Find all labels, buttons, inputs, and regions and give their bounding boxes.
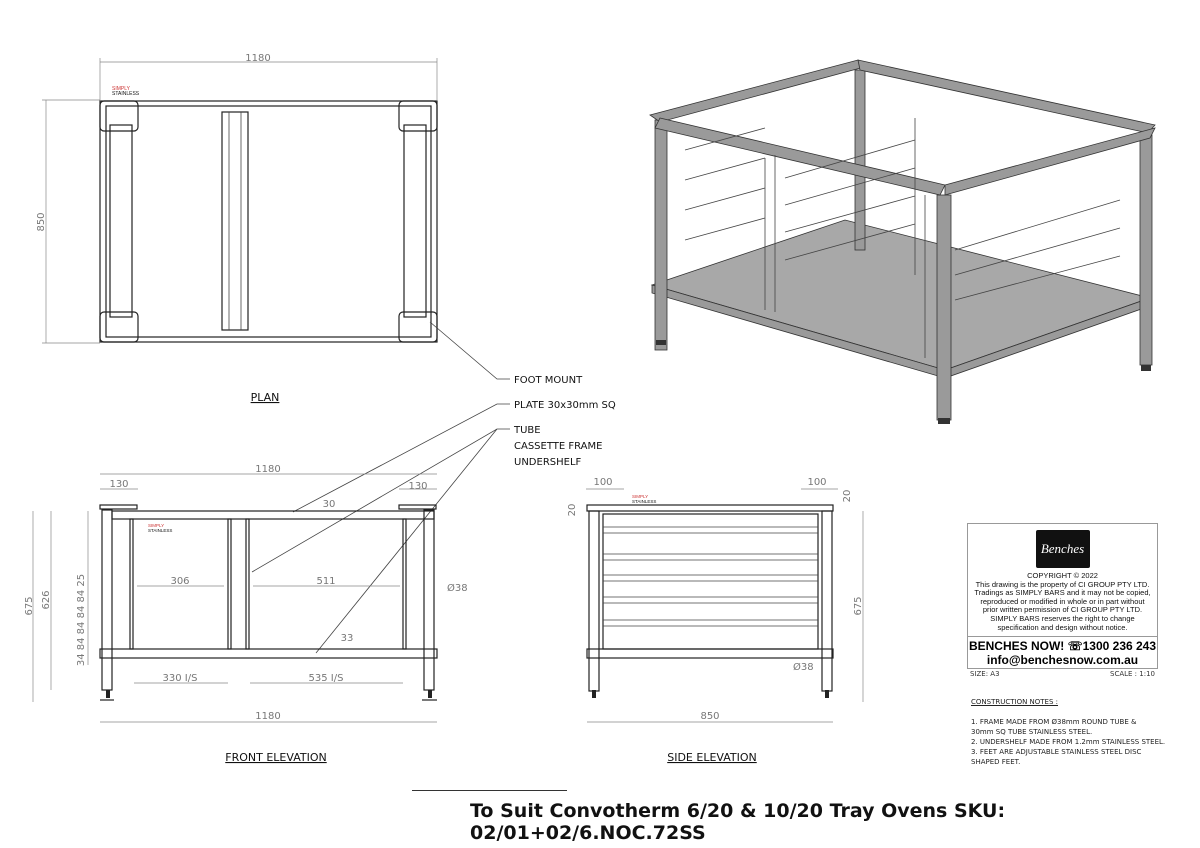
front-dim-left-post: 130 <box>109 479 128 490</box>
front-dim-right-post: 130 <box>408 481 427 492</box>
copyright-notice: This drawing is the property of CI GROUP… <box>974 579 1151 632</box>
front-dim-right-bay: 511 <box>316 576 335 587</box>
front-dim-undershelf: 33 <box>341 633 354 644</box>
side-elevation: 100 100 20 20 SIMPLY STAINLESS 675 Ø38 8… <box>567 477 864 764</box>
front-logo-line2: STAINLESS <box>148 528 172 533</box>
front-dim-overall-bottom: 1180 <box>255 711 280 722</box>
side-dim-height: 675 <box>853 596 864 615</box>
front-dim-overall-top: 1180 <box>255 464 280 475</box>
front-dim-left-is: 330 I/S <box>163 673 198 684</box>
note-item: 1. FRAME MADE FROM Ø38mm ROUND TUBE & 30… <box>971 718 1137 736</box>
side-dim-left-post: 100 <box>593 477 612 488</box>
plan-title: PLAN <box>251 391 280 404</box>
copyright: COPYRIGHT © 2022 <box>1027 571 1098 580</box>
plan-logo-line2: STAINLESS <box>112 91 140 97</box>
side-dim-tube-dia: Ø38 <box>793 661 814 673</box>
side-dim-top-left: 20 <box>567 504 578 517</box>
callout-cassette-frame: CASSETTE FRAME <box>514 441 602 452</box>
plan-logo-line1: SIMPLY <box>112 86 131 92</box>
front-dim-rail: 30 <box>323 499 336 510</box>
brand-phone: BENCHES NOW! ☏1300 236 243 <box>968 639 1157 654</box>
side-dim-right-post: 100 <box>807 477 826 488</box>
plan-depth-dim: 850 <box>36 212 47 231</box>
note-item: 3. FEET ARE ADJUSTABLE STAINLESS STEEL D… <box>971 748 1142 766</box>
drawing-title: To Suit Convotherm 6/20 & 10/20 Tray Ove… <box>470 800 1006 844</box>
side-logo-line2: STAINLESS <box>632 499 656 504</box>
notes-heading: CONSTRUCTION NOTES : <box>971 698 1059 706</box>
email: info@benchesnow.com.au <box>986 653 1139 668</box>
front-dim-height: 675 <box>24 596 35 615</box>
benches-logo: Benches <box>1035 530 1090 568</box>
plan-view: 1180 850 SIMPLY STAINLESS PLAN <box>36 53 438 404</box>
front-dim-tube-dia: Ø38 <box>447 582 468 594</box>
side-dim-top-right: 20 <box>842 490 853 503</box>
note-item: 2. UNDERSHELF MADE FROM 1.2mm STAINLESS … <box>971 738 1166 746</box>
sheet-scale: SCALE : 1:10 <box>1110 670 1155 678</box>
title-block: Benches COPYRIGHT © 2022 This drawing is… <box>967 523 1158 669</box>
side-dim-depth: 850 <box>700 711 719 722</box>
front-elevation: 1180 130 130 30 SIMPLY STAINLESS 306 511… <box>24 464 468 764</box>
divider <box>412 790 567 791</box>
front-dim-right-is: 535 I/S <box>309 673 344 684</box>
front-dim-left-bay: 306 <box>170 576 189 587</box>
callout-tube: TUBE <box>513 425 541 436</box>
plan-width-dim: 1180 <box>245 53 270 64</box>
front-title: FRONT ELEVATION <box>225 751 326 764</box>
front-dim-inner-height: 626 <box>41 590 52 609</box>
side-logo-line1: SIMPLY <box>632 494 648 499</box>
callout-undershelf: UNDERSHELF <box>514 457 582 468</box>
isometric-view <box>649 59 1156 424</box>
front-logo-line1: SIMPLY <box>148 523 164 528</box>
construction-notes: CONSTRUCTION NOTES : 1. FRAME MADE FROM … <box>971 697 1165 767</box>
front-dim-spacing: 34 84 84 84 84 25 <box>76 574 87 666</box>
side-title: SIDE ELEVATION <box>667 751 757 764</box>
callout-plate: PLATE 30x30mm SQ <box>514 400 616 411</box>
sheet-size: SIZE: A3 <box>970 670 1000 678</box>
callout-foot-mount: FOOT MOUNT <box>514 375 583 386</box>
